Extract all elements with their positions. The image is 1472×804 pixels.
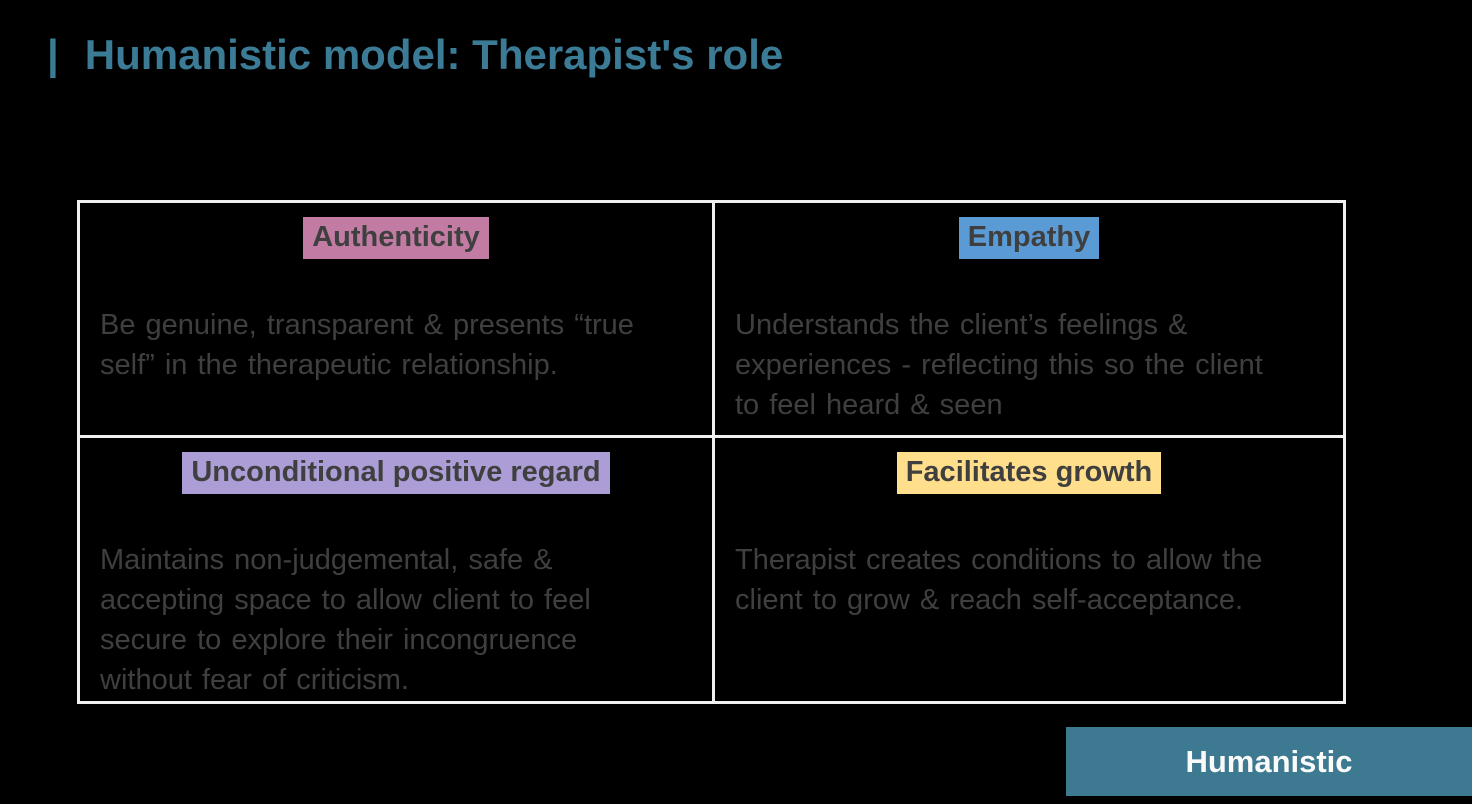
cell-header-line: Empathy [735, 217, 1323, 260]
authenticity-header: Authenticity [303, 217, 489, 260]
page-title-text: Humanistic model: Therapist's role [84, 31, 784, 78]
cell-empathy: Empathy Understands the client’s feeling… [715, 203, 1343, 435]
title-accent-bar: | [47, 31, 59, 78]
humanistic-model-badge: Humanistic [1066, 727, 1472, 796]
page-title: | Humanistic model: Therapist's role [47, 28, 783, 83]
cell-facilitates-growth: Facilitates growth Therapist creates con… [715, 438, 1343, 701]
cell-unconditional-positive-regard: Unconditional positive regard Maintains … [80, 438, 712, 701]
humanistic-model-badge-label: Humanistic [1185, 743, 1353, 779]
facilitates-growth-header: Facilitates growth [896, 452, 1162, 495]
unconditional-positive-regard-header: Unconditional positive regard [182, 452, 610, 495]
cell-header-line: Facilitates growth [735, 452, 1323, 495]
facilitates-growth-body: Therapist creates conditions to allow th… [735, 544, 1263, 617]
cell-header-line: Authenticity [100, 217, 692, 260]
cell-header-line: Unconditional positive regard [100, 452, 692, 495]
empathy-header: Empathy [958, 217, 1100, 260]
cell-authenticity: Authenticity Be genuine, transparent & p… [80, 203, 712, 435]
therapist-role-table: Authenticity Be genuine, transparent & p… [77, 200, 1346, 704]
authenticity-body: Be genuine, transparent & presents “true… [100, 309, 634, 382]
unconditional-positive-regard-body: Maintains non-judgemental, safe & accept… [100, 544, 591, 697]
empathy-body: Understands the client’s feelings & expe… [735, 309, 1263, 422]
